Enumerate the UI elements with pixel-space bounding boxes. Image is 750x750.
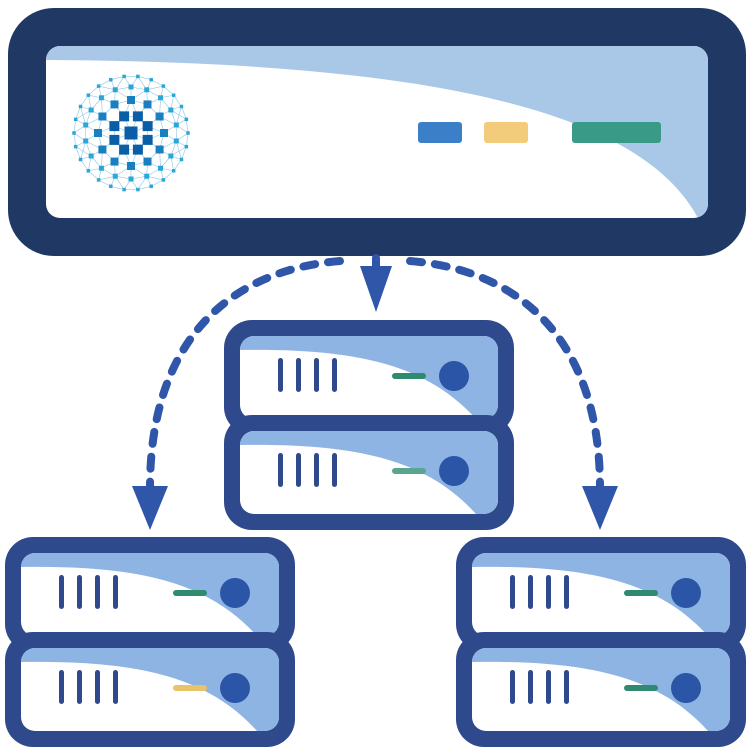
- arrow-down-icon: [582, 486, 618, 530]
- vent-slot: [332, 358, 337, 392]
- connection-right: [406, 257, 604, 492]
- arrow-heads: [132, 266, 618, 530]
- vent-slot: [546, 670, 551, 704]
- server-unit: [224, 415, 514, 530]
- status-light: [173, 685, 207, 691]
- server-unit: [456, 632, 746, 747]
- vent-slot: [314, 358, 319, 392]
- server-stack-right: [456, 537, 746, 747]
- vent-slot: [278, 358, 283, 392]
- vent-slot: [113, 575, 118, 609]
- vent-slot: [95, 670, 100, 704]
- server-unit-shade: [240, 336, 498, 419]
- server-unit-shade: [21, 553, 279, 636]
- status-light: [392, 468, 426, 474]
- vent-slot: [528, 575, 533, 609]
- vent-slot: [546, 575, 551, 609]
- vent-slot: [296, 453, 301, 487]
- server-unit: [456, 537, 746, 652]
- server-unit-shade: [472, 648, 730, 731]
- main-unit-panel-shade: [46, 46, 708, 218]
- vent-slot: [278, 453, 283, 487]
- vent-slot: [59, 670, 64, 704]
- status-light: [173, 590, 207, 596]
- power-button-icon: [439, 456, 469, 486]
- vent-slot: [332, 453, 337, 487]
- vent-slot: [510, 670, 515, 704]
- indicator-yellow: [484, 122, 528, 143]
- main-controller-unit: [8, 8, 746, 256]
- vent-slot: [296, 358, 301, 392]
- server-unit: [5, 632, 295, 747]
- server-unit-shade: [21, 648, 279, 731]
- network-globe-icon: [72, 74, 190, 192]
- server-stack-center: [224, 320, 514, 530]
- connection-left: [146, 257, 344, 492]
- vent-slot: [77, 575, 82, 609]
- power-button-icon: [220, 673, 250, 703]
- server-stack-left: [5, 537, 295, 747]
- vent-slot: [59, 575, 64, 609]
- power-button-icon: [671, 673, 701, 703]
- server-unit-shade: [472, 553, 730, 636]
- power-button-icon: [220, 578, 250, 608]
- power-button-icon: [671, 578, 701, 608]
- vent-slot: [77, 670, 82, 704]
- vent-slot: [95, 575, 100, 609]
- vent-slot: [564, 670, 569, 704]
- indicator-blue: [418, 122, 462, 143]
- server-unit-shade: [240, 431, 498, 514]
- server-stacks: [5, 320, 746, 747]
- server-unit: [5, 537, 295, 652]
- vent-slot: [510, 575, 515, 609]
- vent-slot: [564, 575, 569, 609]
- arrow-down-icon: [360, 266, 392, 312]
- vent-slot: [528, 670, 533, 704]
- server-unit: [224, 320, 514, 435]
- arrow-down-icon: [132, 486, 168, 530]
- power-button-icon: [439, 361, 469, 391]
- indicator-teal: [572, 122, 661, 143]
- vent-slot: [314, 453, 319, 487]
- status-light: [624, 590, 658, 596]
- status-light: [392, 373, 426, 379]
- status-light: [624, 685, 658, 691]
- vent-slot: [113, 670, 118, 704]
